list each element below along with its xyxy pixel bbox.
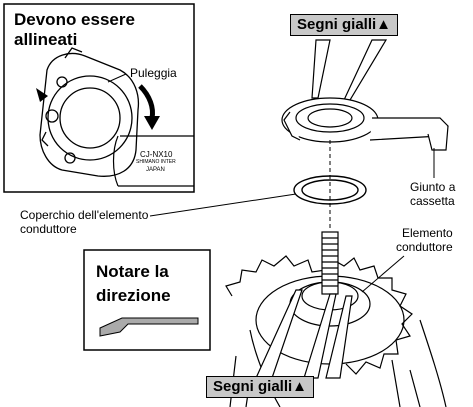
pulley-label: Puleggia <box>130 66 177 80</box>
direction-heading-line1: Notare la <box>96 262 169 281</box>
alignment-heading-line1: Devono essere <box>14 10 135 29</box>
cassette-joint-tool <box>281 97 449 151</box>
ring-section-illustration <box>99 317 199 337</box>
cover-label-line2: conduttore <box>20 222 77 236</box>
alignment-heading-line2: allineati <box>14 30 78 49</box>
cassette-joint-label-line2: cassetta <box>410 194 455 208</box>
driver-cover-ring <box>293 175 367 205</box>
tool-handle-inset <box>112 135 194 187</box>
cover-label-line1: Coperchio dell'elemento <box>20 208 149 222</box>
callout-top-yellow-marks: Segni gialli▲ <box>290 14 399 36</box>
pulley-illustration <box>39 47 140 177</box>
bottom-callout-pointers <box>255 289 353 379</box>
alignment-pointer-icon <box>36 88 48 102</box>
direction-heading-line2: direzione <box>96 286 171 305</box>
driver-assembly <box>225 231 447 407</box>
driver-label-line2: conduttore <box>396 240 453 254</box>
rotation-arrow-icon <box>138 84 160 130</box>
driver-label-line1: Elemento <box>402 226 453 240</box>
callout-bottom-yellow-marks: Segni gialli▲ <box>206 376 315 398</box>
tool-text-line1: CJ-NX10 <box>140 150 173 159</box>
tool-text-line2: SHIMANO INTER <box>136 159 176 165</box>
top-callout-pointers <box>311 39 388 101</box>
inset-alignment-frame <box>3 3 195 193</box>
tool-text-line3: JAPAN <box>146 167 165 173</box>
cassette-joint-label-line1: Giunto a <box>410 180 456 194</box>
